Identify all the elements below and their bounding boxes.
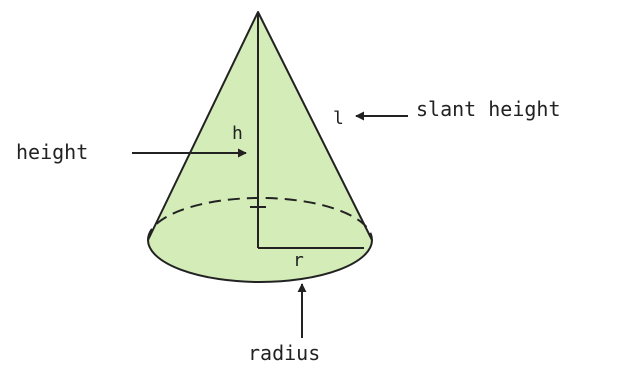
- label-h: h: [232, 123, 243, 144]
- label-slant-height: slant height: [416, 97, 561, 121]
- label-radius: radius: [248, 341, 320, 365]
- label-slant-letter: l: [333, 108, 344, 129]
- cone-base-back-edge: [147, 197, 373, 241]
- cone-surface: [147, 11, 373, 283]
- label-r: r: [293, 250, 304, 271]
- label-height: height: [16, 140, 88, 164]
